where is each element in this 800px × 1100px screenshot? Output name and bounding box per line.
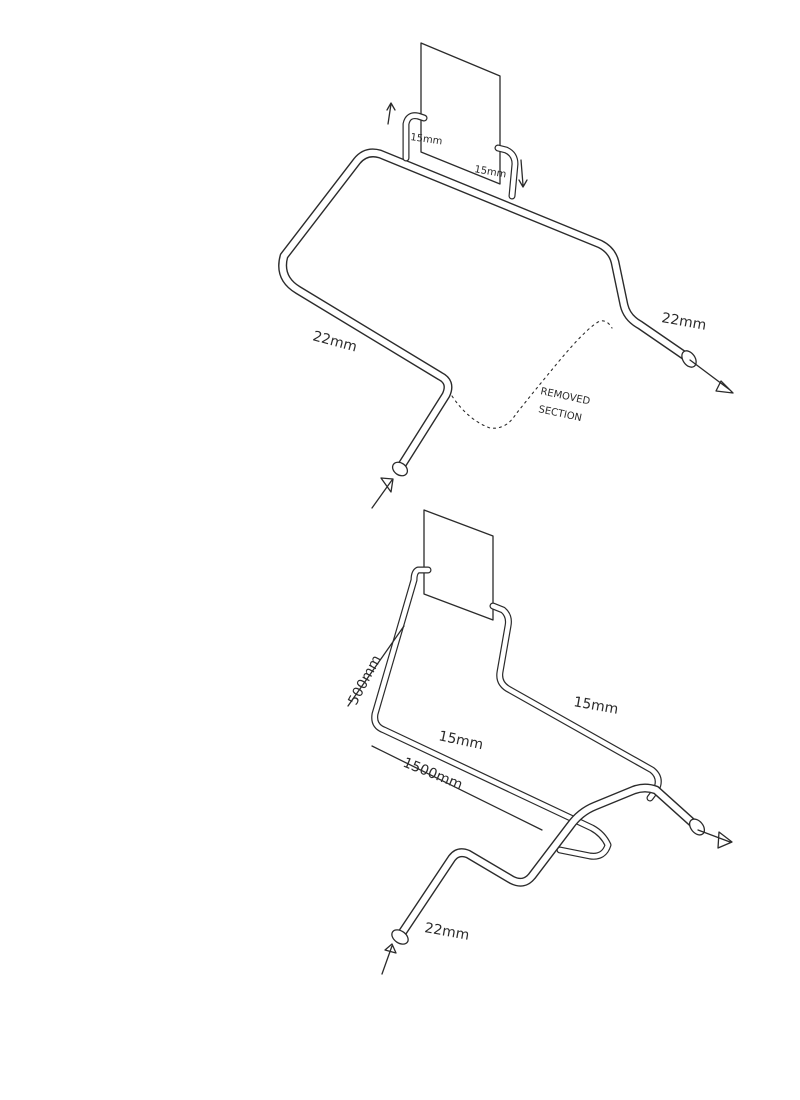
bottom-branch-label-upper: 15mm <box>572 694 619 718</box>
top-flow-arrow-up <box>386 102 396 125</box>
top-main-label-left: 22mm <box>311 328 359 355</box>
bottom-main-pipe <box>395 783 701 941</box>
bottom-vertical-dimension-line <box>347 625 405 707</box>
top-radiator-panel <box>420 42 501 185</box>
top-outlet-arrow <box>689 359 734 394</box>
bottom-branch-pipe-short <box>489 602 662 802</box>
top-removed-label-line1: REMOVED <box>539 386 591 407</box>
top-removed-label-line2: SECTION <box>537 404 582 424</box>
top-main-label-right: 22mm <box>660 310 707 334</box>
bottom-inlet-pipe-end <box>391 929 409 945</box>
top-outlet-pipe-end <box>681 350 697 368</box>
bottom-outlet-arrow <box>697 829 733 849</box>
bottom-inlet-label: 22mm <box>423 920 470 944</box>
top-main-pipe <box>278 148 693 473</box>
bottom-branch-pipe-long <box>371 566 612 860</box>
bottom-branch-label-lower: 15mm <box>437 728 484 753</box>
top-flow-arrow-down <box>518 159 528 188</box>
bottom-diagram: 500mm 15mm 15mm 1500mm 22mm <box>345 509 733 975</box>
top-diagram: 15mm 15mm 22mm 22mm REMOVED SECTION <box>278 42 734 509</box>
top-inlet-pipe-end <box>391 461 409 477</box>
top-branch-pipe-left <box>402 112 428 162</box>
bottom-horizontal-dimension-line <box>371 745 543 831</box>
bottom-inlet-arrow <box>381 943 397 975</box>
top-removed-section-outline <box>451 320 613 429</box>
top-branch-label-left: 15mm <box>410 132 443 147</box>
bottom-radiator-panel <box>423 509 494 621</box>
top-inlet-arrow <box>371 477 394 509</box>
top-branch-pipe-right <box>494 144 519 200</box>
